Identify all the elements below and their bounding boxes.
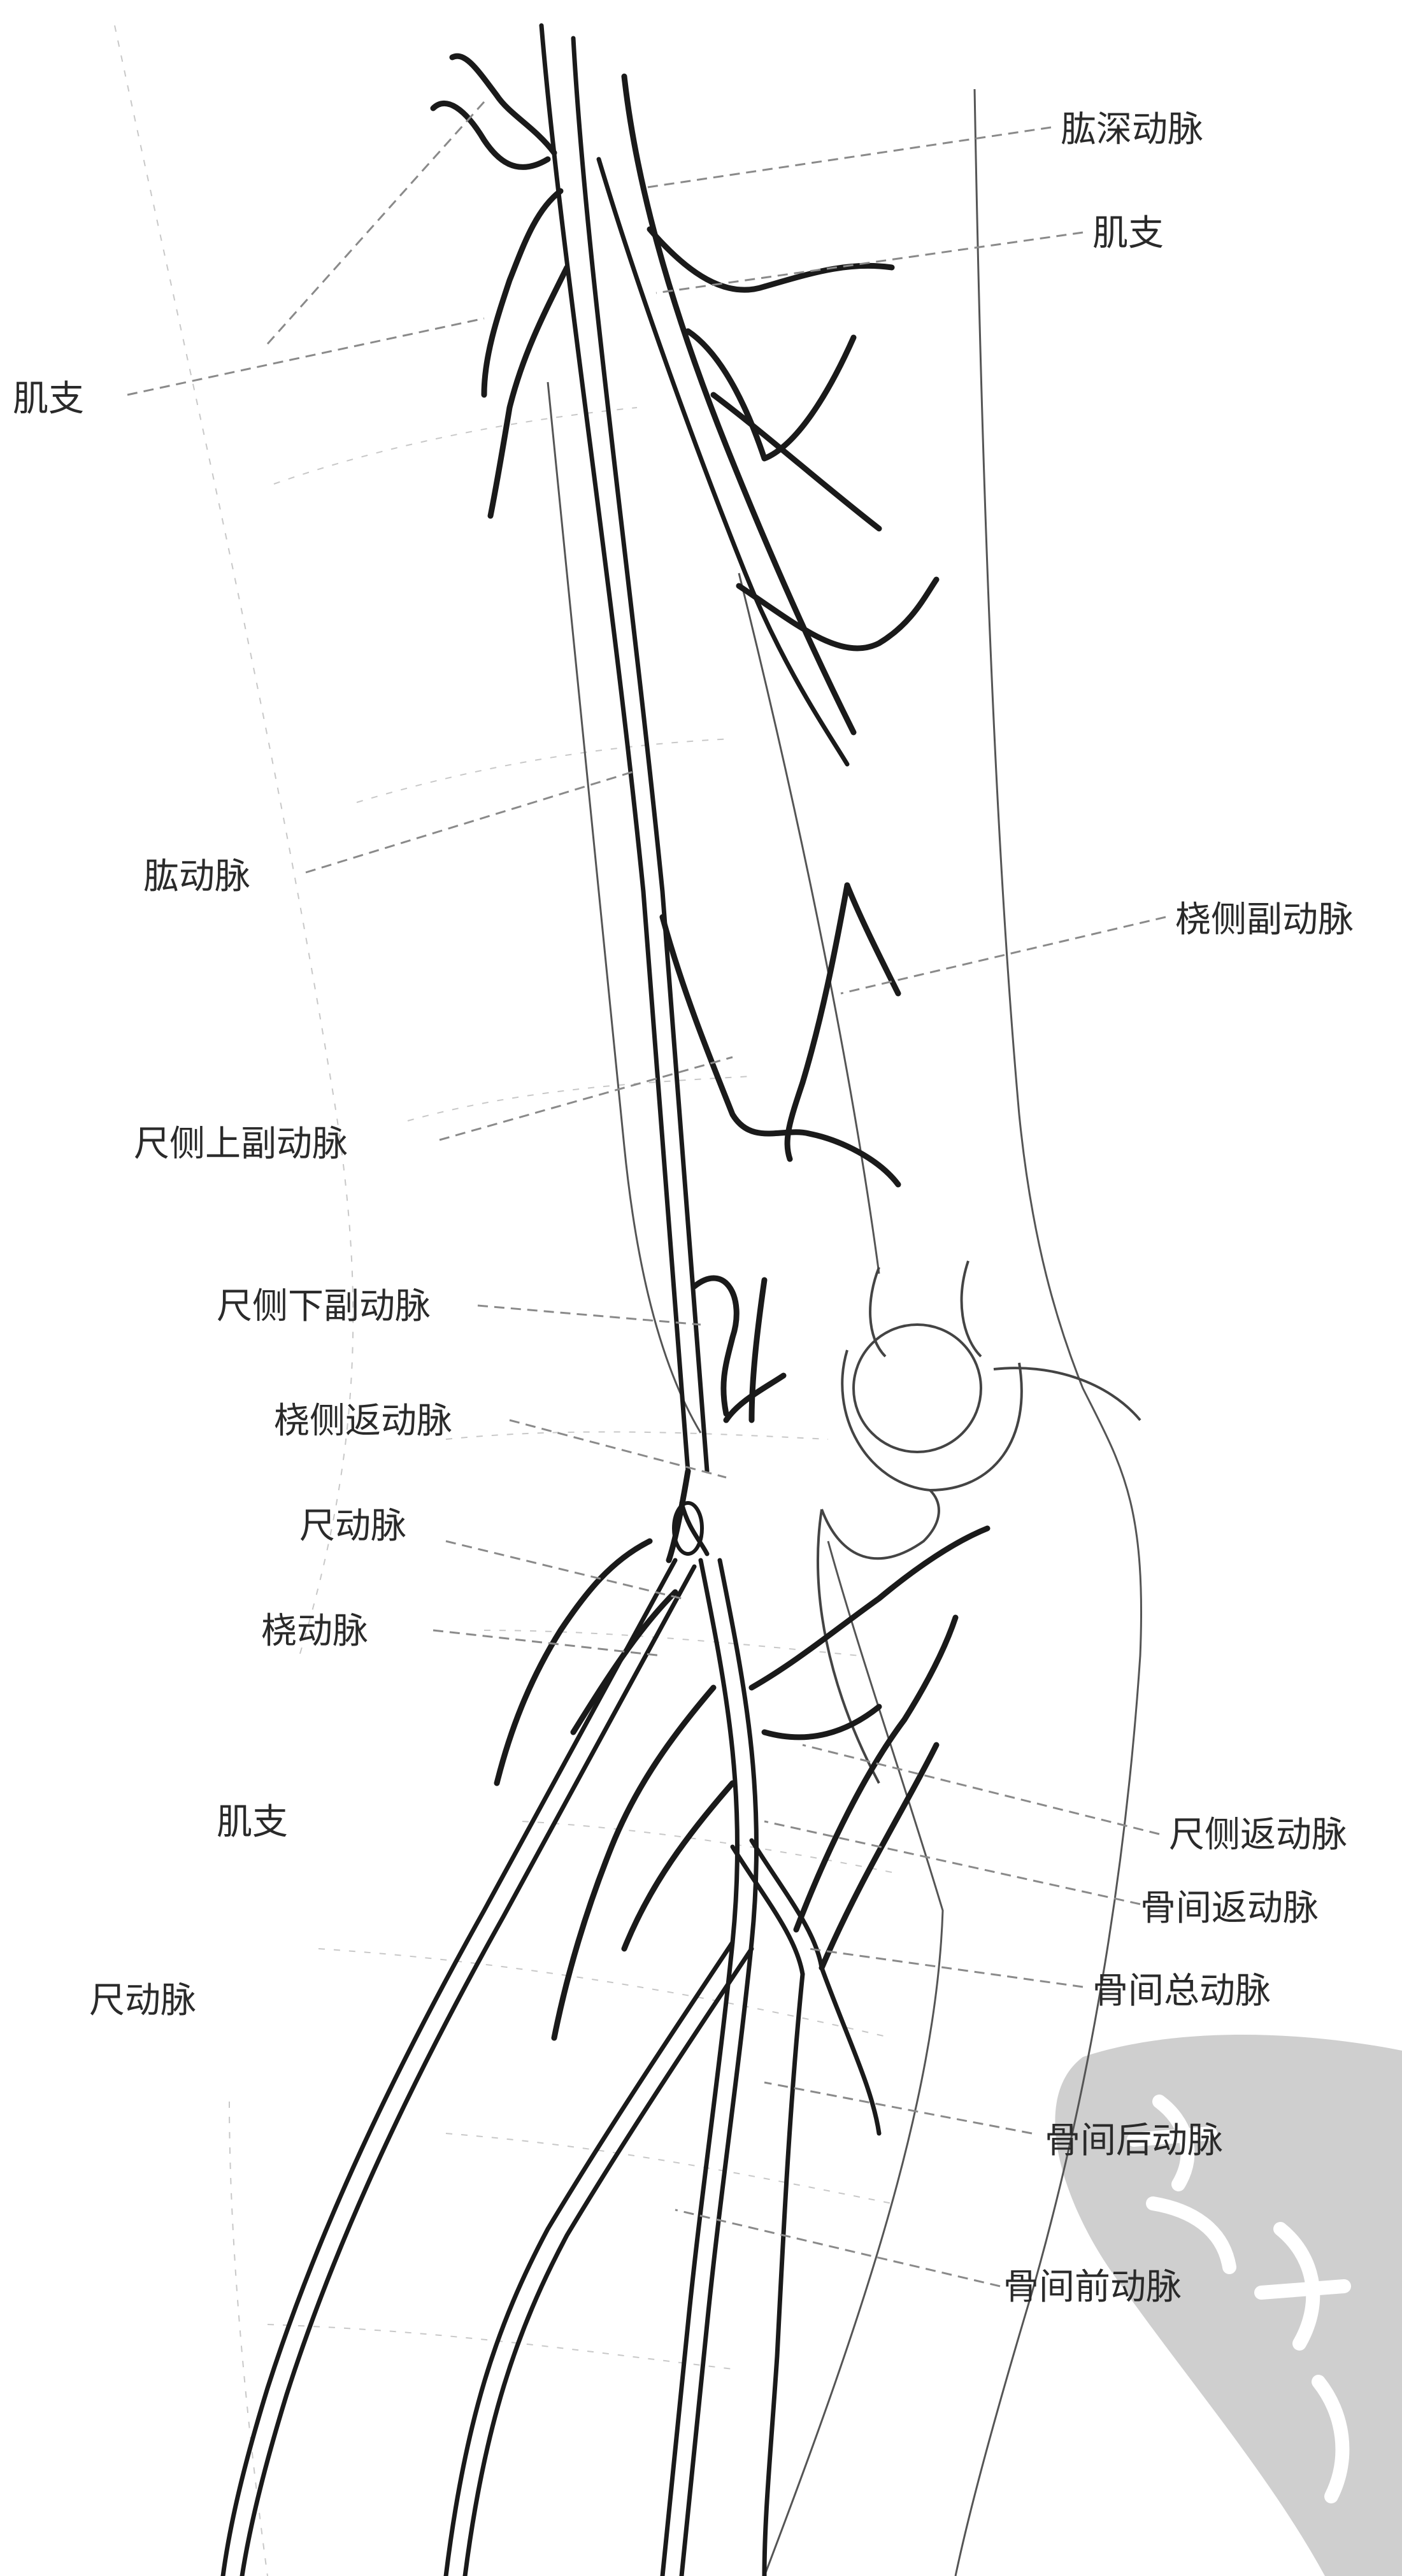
label-muscular-branch-right: 肌支 (1092, 213, 1164, 254)
label-radial-collateral: 桡侧副动脉 (1175, 899, 1354, 941)
label-ulnar-artery-lower: 尺动脉 (89, 1980, 196, 2021)
watermark-seal (1055, 2035, 1402, 2576)
radial-artery-vessel (220, 1558, 678, 2576)
common-interosseous-vessel (730, 1844, 805, 1977)
anterior-interosseous-vessel (819, 1965, 882, 2136)
ulnar-artery-vessel (660, 1558, 740, 2576)
label-radial-artery: 桡动脉 (261, 1611, 368, 1652)
label-ulnar-recurrent: 尺侧返动脉 (1169, 1814, 1347, 1856)
label-ulnar-artery-upper: 尺动脉 (299, 1505, 406, 1547)
label-brachial-artery: 肱动脉 (143, 856, 250, 897)
ulnar-recurrent-vessel (748, 1525, 991, 1691)
label-superior-ulnar-collateral: 尺侧上副动脉 (134, 1123, 348, 1165)
leader-lines (127, 101, 1166, 2288)
label-muscular-branch-left-top: 肌支 (13, 378, 84, 420)
superior-ulnar-collateral-vessel (659, 914, 901, 1188)
label-interosseous-recurrent: 骨间返动脉 (1140, 1888, 1319, 1929)
limb-outline (547, 89, 1143, 2576)
labels: 肱深动脉 肌支 肌支 肱动脉 桡侧副动脉 尺侧上副动脉 尺侧下副动脉 桡侧返动脉… (13, 109, 1354, 2308)
posterior-interosseous-vessel (762, 1972, 805, 2576)
label-anterior-interosseous: 骨间前动脉 (1003, 2266, 1182, 2308)
radial-collateral-vessel (784, 882, 850, 1162)
label-muscular-branch-left-bottom: 肌支 (217, 1802, 288, 1843)
label-posterior-interosseous: 骨间后动脉 (1045, 2120, 1223, 2161)
inferior-ulnar-collateral-vessel (691, 1275, 740, 1417)
label-radial-recurrent: 桡侧返动脉 (274, 1400, 452, 1442)
label-inferior-ulnar-collateral: 尺侧下副动脉 (217, 1286, 431, 1327)
elbow-bones (817, 1260, 1141, 1784)
profunda-brachii-vessel (621, 73, 857, 736)
label-common-interosseous: 骨间总动脉 (1092, 1970, 1271, 2012)
brachial-artery-vessel (539, 23, 690, 1474)
radial-recurrent-vessel (723, 1372, 787, 1423)
label-profunda-brachii: 肱深动脉 (1061, 109, 1203, 150)
watermark-glyphs (1127, 2095, 1351, 2503)
arteries (220, 23, 991, 2576)
